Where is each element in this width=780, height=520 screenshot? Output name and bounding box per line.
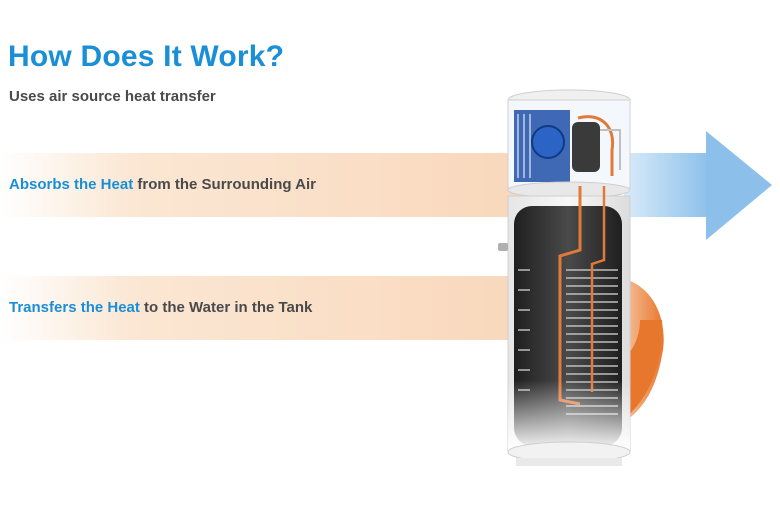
step-absorb-heat: Absorbs the Heat from the Surrounding Ai… (9, 176, 316, 193)
step-transfer-heat: Transfers the Heat to the Water in the T… (9, 299, 312, 316)
step-transfer-highlight: Transfers the Heat (9, 299, 140, 316)
water-heater-unit (498, 89, 631, 466)
fan-icon (531, 125, 565, 159)
page-subtitle: Uses air source heat transfer (9, 88, 216, 105)
step-absorb-text: from the Surrounding Air (133, 176, 316, 193)
arrow-right-icon (624, 131, 772, 240)
step-absorb-highlight: Absorbs the Heat (9, 176, 134, 193)
heat-absorb-band (0, 153, 520, 217)
compressor (572, 122, 600, 172)
page-title: How Does It Work? (8, 40, 285, 73)
step-transfer-text: to the Water in the Tank (139, 299, 313, 316)
heat-transfer-band (0, 276, 520, 340)
